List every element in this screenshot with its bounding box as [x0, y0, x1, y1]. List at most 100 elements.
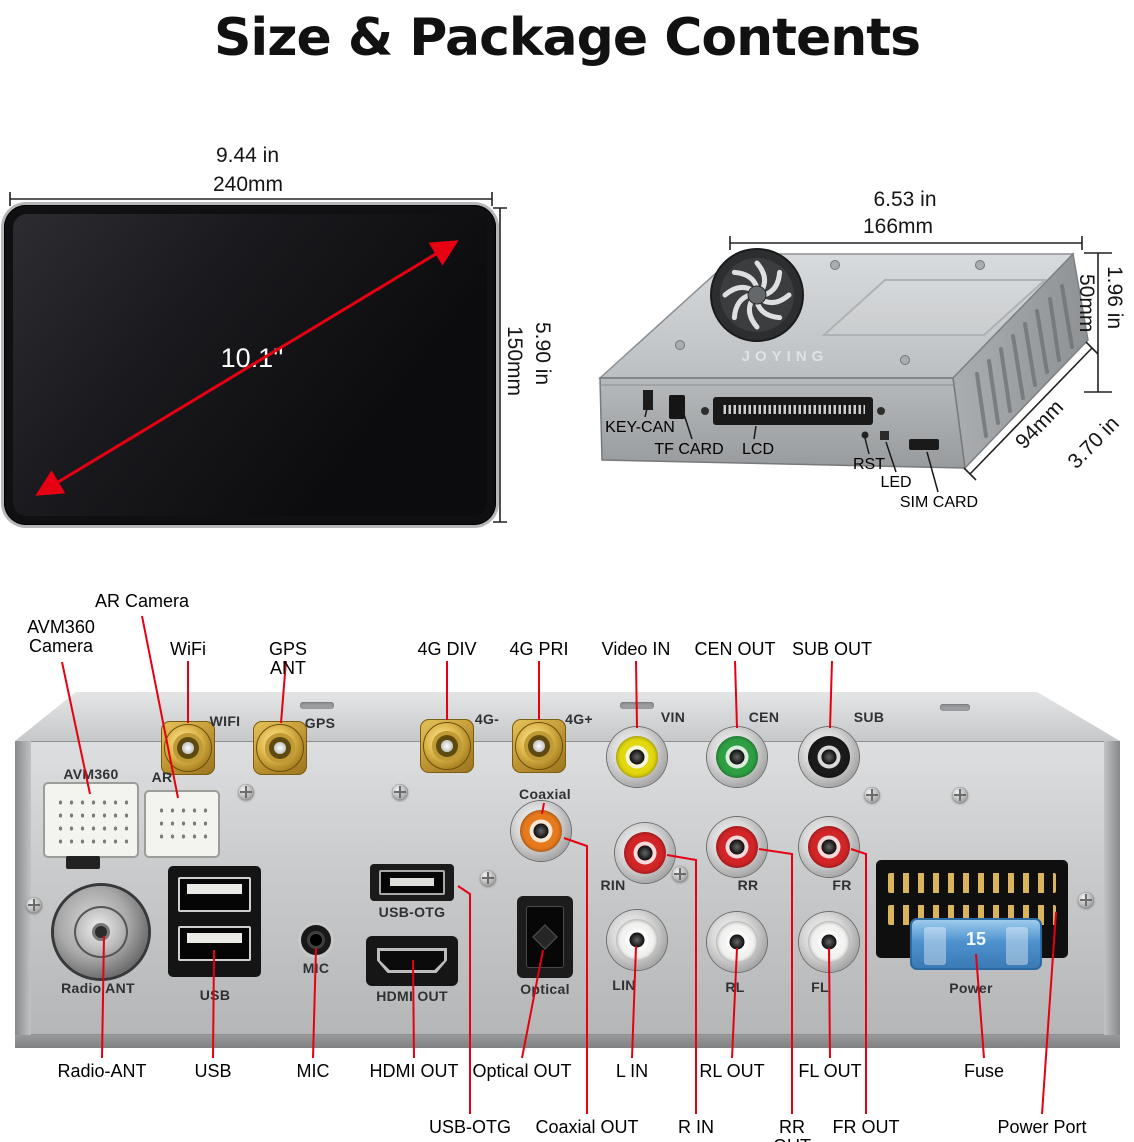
callout-gps-ant: GPS ANT — [268, 639, 307, 679]
rca-rl-out — [707, 912, 767, 972]
panel-label-usb: USB — [199, 987, 231, 1003]
rca-rr-out — [707, 817, 767, 877]
rca-cen-out — [707, 727, 767, 787]
panel-label-rin: RIN — [600, 877, 626, 893]
callout-sub-out: SUB OUT — [791, 639, 872, 659]
panel-screw — [392, 784, 408, 800]
panel-screw — [1078, 892, 1094, 908]
unit-brand-text: JOYING — [742, 348, 829, 365]
rca-r-in — [615, 823, 675, 883]
panel-label-4g-minus: 4G- — [474, 711, 500, 727]
key-can-slot — [643, 390, 653, 410]
panel-label-avm360: AVM360 — [63, 766, 119, 782]
callout-usb-otg: USB-OTG — [428, 1117, 511, 1137]
power-pin-row — [888, 873, 1056, 893]
panel-label-radio-ant: Radio ANT — [61, 980, 135, 996]
4g-pri-antenna-connector — [512, 719, 566, 773]
panel-label-coaxial: Coaxial — [519, 786, 571, 802]
blade-fuse: 15 — [910, 918, 1042, 970]
callout-usb: USB — [194, 1061, 232, 1081]
panel-label-4g-plus: 4G+ — [565, 711, 593, 727]
screen-width-mm: 240mm — [212, 173, 284, 196]
screen-height-inches: 5.90 in — [531, 322, 554, 386]
rear-panel-bottom-edge — [15, 1035, 1120, 1048]
sim-card-slot — [909, 439, 939, 450]
led-window — [880, 431, 889, 440]
callout-avm360-camera: AVM360 Camera — [27, 617, 95, 657]
flange-slot — [300, 702, 334, 709]
gps-antenna-connector — [253, 721, 307, 775]
front-panel-ports — [643, 390, 939, 450]
panel-label-fl: FL — [811, 979, 829, 995]
panel-label-fr: FR — [832, 877, 852, 893]
callout-ar-camera: AR Camera — [94, 591, 190, 611]
panel-screw — [238, 784, 254, 800]
callout-hdmi-out: HDMI OUT — [369, 1061, 459, 1081]
usb-port-2 — [178, 926, 251, 961]
callout-led: LED — [880, 474, 912, 491]
usb-port-1 — [178, 877, 251, 912]
callout-4g-pri: 4G PRI — [509, 639, 569, 659]
4g-div-antenna-connector — [420, 719, 474, 773]
rear-panel-left-edge — [15, 741, 31, 1035]
hdmi-out-port — [366, 936, 458, 986]
screen-width-inches: 9.44 in — [215, 144, 280, 167]
panel-label-ar: AR — [151, 769, 173, 785]
top-screws — [675, 260, 985, 365]
panel-screw — [864, 787, 880, 803]
page-title: Size & Package Contents — [213, 8, 921, 68]
panel-screw — [480, 870, 496, 886]
panel-label-cen: CEN — [748, 709, 780, 725]
callout-rl-out: RL OUT — [699, 1061, 765, 1081]
callout-r-in: R IN — [678, 1117, 714, 1137]
callout-key-can: KEY-CAN — [605, 419, 675, 436]
unit-height-inches: 1.96 in — [1103, 266, 1126, 330]
tablet-display: 10.1'' — [4, 205, 496, 525]
panel-label-wifi: WIFI — [209, 713, 241, 729]
usb-port-block — [168, 866, 261, 977]
flange-slot — [620, 702, 654, 709]
panel-screw — [952, 787, 968, 803]
rear-panel-right-edge — [1104, 741, 1120, 1035]
panel-screw — [26, 897, 42, 913]
callout-cen-out: CEN OUT — [694, 639, 776, 659]
callout-coaxial-out: Coaxial OUT — [535, 1117, 639, 1137]
panel-label-rr: RR — [737, 877, 759, 893]
panel-label-optical: Optical — [520, 981, 570, 997]
panel-label-lin: LIN — [612, 977, 636, 993]
tf-card-slot — [669, 395, 685, 419]
callout-optical-out: Optical OUT — [472, 1061, 572, 1081]
rca-l-in — [607, 910, 667, 970]
panel-screw — [672, 866, 688, 882]
screen-diagonal-label: 10.1'' — [220, 343, 284, 373]
callout-radio-ant: Radio-ANT — [57, 1061, 147, 1081]
panel-label-sub: SUB — [853, 709, 885, 725]
mic-jack — [298, 922, 334, 958]
screen-height-mm: 150mm — [503, 326, 526, 397]
panel-label-power: Power — [949, 980, 993, 996]
unit-height-mm: 50mm — [1075, 274, 1098, 333]
wifi-antenna-connector — [161, 721, 215, 775]
flange-slot — [940, 704, 970, 711]
callout-4g-div: 4G DIV — [417, 639, 477, 659]
optical-out-port — [517, 896, 573, 978]
panel-label-hdmi-out: HDMI OUT — [376, 988, 448, 1004]
callout-rr-out: RR OUT — [773, 1117, 811, 1142]
rca-fr-out — [799, 817, 859, 877]
panel-label-usb-otg: USB-OTG — [378, 904, 446, 920]
rca-fl-out — [799, 912, 859, 972]
rst-hole — [861, 431, 869, 439]
rca-sub-out — [799, 727, 859, 787]
callout-sim-card: SIM CARD — [899, 494, 979, 511]
callout-video-in: Video IN — [601, 639, 671, 659]
callout-fuse: Fuse — [963, 1061, 1005, 1081]
avm360-camera-connector — [43, 782, 139, 858]
callout-fl-out: FL OUT — [798, 1061, 862, 1081]
panel-label-vin: VIN — [660, 709, 686, 725]
callout-l-in: L IN — [615, 1061, 649, 1081]
callout-rst: RST — [853, 456, 885, 473]
unit-width-inches: 6.53 in — [873, 188, 937, 211]
panel-label-mic: MIC — [302, 960, 330, 976]
panel-label-gps: GPS — [304, 715, 336, 731]
